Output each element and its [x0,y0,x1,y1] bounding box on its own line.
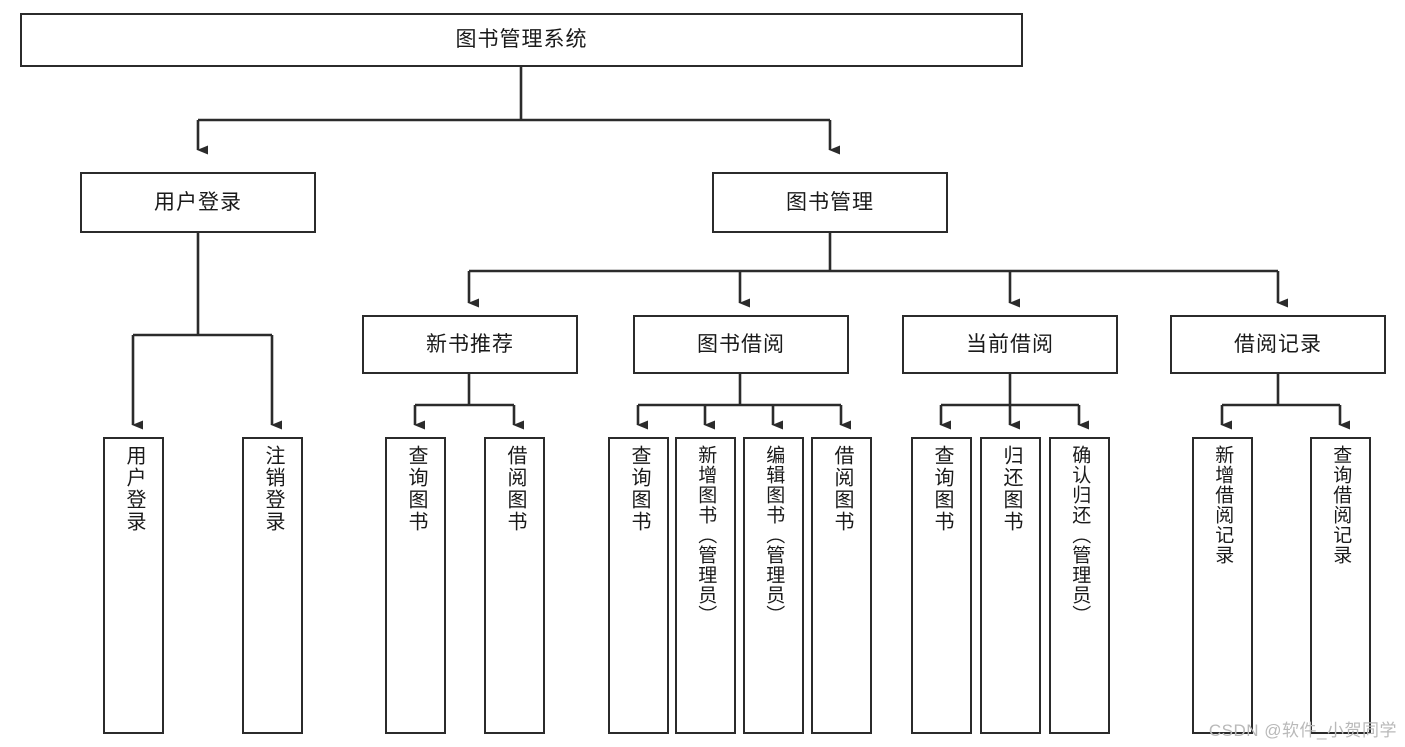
node-label: 图书管理系统 [455,28,588,52]
leaf-label: 用户登录 [123,445,145,533]
leaf-user-login-login[interactable]: 用户登录 [103,437,164,734]
leaf-current-borrow-query[interactable]: 查询图书 [911,437,972,734]
leaf-borrow-record-add[interactable]: 新增借阅记录 [1192,437,1253,734]
leaf-current-borrow-confirm[interactable]: 确认归还（管理员） [1049,437,1110,734]
leaf-label: 新增图书（管理员） [695,445,717,625]
leaf-borrow-record-query[interactable]: 查询借阅记录 [1310,437,1371,734]
node-book-borrow[interactable]: 图书借阅 [633,315,849,374]
node-label: 当前借阅 [966,332,1054,356]
node-current-borrow[interactable]: 当前借阅 [902,315,1118,374]
leaf-user-login-logout[interactable]: 注销登录 [242,437,303,734]
leaf-label: 查询图书 [628,445,650,533]
leaf-label: 归还图书 [1000,445,1022,533]
node-label: 图书管理 [786,190,874,214]
node-borrow-record[interactable]: 借阅记录 [1170,315,1386,374]
leaf-current-borrow-return[interactable]: 归还图书 [980,437,1041,734]
leaf-new-book-borrow[interactable]: 借阅图书 [484,437,545,734]
leaf-label: 查询图书 [405,445,427,533]
leaf-label: 借阅图书 [831,445,853,533]
node-user-login[interactable]: 用户登录 [80,172,316,233]
leaf-book-borrow-lend[interactable]: 借阅图书 [811,437,872,734]
node-label: 图书借阅 [697,332,785,356]
node-book-management[interactable]: 图书管理 [712,172,948,233]
leaf-label: 确认归还（管理员） [1069,445,1091,625]
leaf-label: 查询借阅记录 [1330,445,1352,565]
leaf-book-borrow-query[interactable]: 查询图书 [608,437,669,734]
leaf-label: 编辑图书（管理员） [763,445,785,625]
node-label: 用户登录 [154,190,242,214]
node-label: 借阅记录 [1234,332,1322,356]
leaf-label: 新增借阅记录 [1212,445,1234,565]
leaf-new-book-query[interactable]: 查询图书 [385,437,446,734]
leaf-book-borrow-edit[interactable]: 编辑图书（管理员） [743,437,804,734]
leaf-book-borrow-add[interactable]: 新增图书（管理员） [675,437,736,734]
node-root-system[interactable]: 图书管理系统 [20,13,1023,67]
node-label: 新书推荐 [426,332,514,356]
leaf-label: 借阅图书 [504,445,526,533]
leaf-label: 注销登录 [262,445,284,533]
node-new-book-recommend[interactable]: 新书推荐 [362,315,578,374]
leaf-label: 查询图书 [931,445,953,533]
